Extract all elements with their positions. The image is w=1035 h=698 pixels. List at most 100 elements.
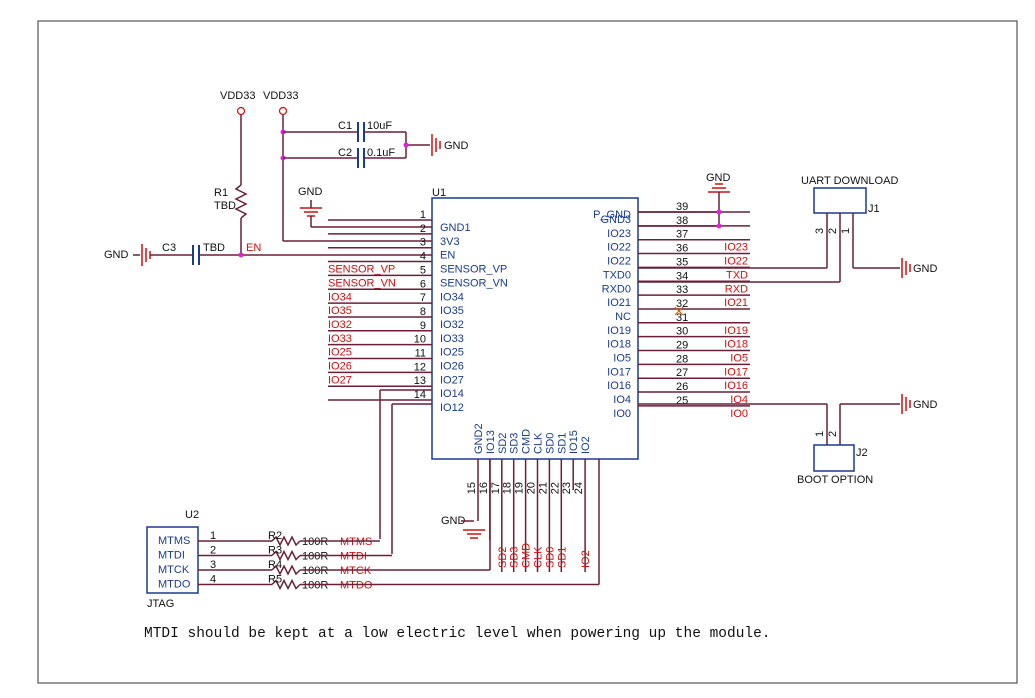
u1-pin-number: 16: [478, 482, 490, 494]
jtag-resistor: [271, 535, 301, 547]
c2-ref: C2: [338, 147, 352, 159]
u1-pin-number: 33: [676, 284, 688, 296]
u1-pin-name: EN: [440, 250, 455, 262]
u1-pin-name: IO22: [607, 242, 631, 254]
u1-pin-number: 3: [420, 237, 426, 249]
u1-pin-number: 21: [537, 482, 549, 494]
gnd-label: GND: [913, 399, 938, 411]
j1-pin-num: 2: [827, 228, 839, 234]
u1-pin-name: IO32: [440, 319, 464, 331]
u1-net-label: IO19: [724, 325, 748, 337]
u1-pin-number: 10: [414, 334, 426, 346]
u1-pin-number: 2: [420, 223, 426, 235]
sheet-border: [37, 20, 1018, 684]
u1-pin-name: IO22: [607, 256, 631, 268]
jtag-pin-number: 4: [210, 574, 216, 586]
u2-ref: U2: [185, 509, 199, 521]
u1-pin-name: IO19: [607, 325, 631, 337]
jtag-res-ref: R4: [268, 559, 282, 571]
gnd-label: GND: [298, 186, 323, 198]
j1-pin-num: 1: [840, 228, 852, 234]
u1-pin-number: 27: [676, 367, 688, 379]
jtag-pin-name: MTDO: [158, 579, 191, 591]
u1-ref: U1: [432, 187, 446, 199]
u1-pin-name: IO12: [440, 402, 464, 414]
u1-pin-name: GND3: [600, 214, 631, 226]
u1-pin-name: IO0: [613, 408, 631, 420]
u2-jtag-body: [146, 526, 199, 594]
c3-value: TBD: [203, 242, 225, 254]
u1-pin-number: 34: [676, 270, 688, 282]
u1-pin-name: IO34: [440, 291, 464, 303]
u1-pin-number: 14: [414, 389, 426, 401]
u1-net-label: SD1: [556, 547, 568, 568]
u1-net-label: IO26: [328, 361, 352, 373]
u1-pin-name: IO18: [607, 339, 631, 351]
jtag-res-value: 100R: [302, 551, 328, 563]
c1-ref: C1: [338, 120, 352, 132]
u1-pin-number: 6: [420, 278, 426, 290]
u1-net-label: IO21: [724, 297, 748, 309]
u1-pin-name: GND1: [440, 222, 471, 234]
jtag-net-label: MTCK: [340, 565, 372, 577]
u1-pin-name: TXD0: [603, 269, 631, 281]
c3-ref: C3: [162, 242, 176, 254]
u1-net-label: TXD: [726, 269, 748, 281]
jtag-pin-number: 1: [210, 530, 216, 542]
gnd-label: GND: [441, 515, 466, 527]
u1-pin-number: 17: [490, 482, 502, 494]
u1-pin-number: 12: [414, 361, 426, 373]
u1-net-label: SENSOR_VP: [328, 264, 395, 276]
r1-value: TBD: [214, 200, 236, 212]
u1-pin-number: 15: [466, 482, 478, 494]
c1-value: 10uF: [367, 120, 392, 132]
u1-net-label: IO23: [724, 242, 748, 254]
u1-pin-number: 35: [676, 256, 688, 268]
connector-j1: [813, 187, 867, 214]
u1-pin-name: SENSOR_VP: [440, 264, 507, 276]
u1-net-label: SD0: [544, 547, 556, 568]
jtag-pin-name: MTCK: [158, 564, 190, 576]
r1-ref: R1: [214, 187, 228, 199]
u1-pin-number: 24: [573, 482, 585, 494]
u1-pin-number: 39: [676, 201, 688, 213]
j1-title: UART DOWNLOAD: [801, 175, 898, 187]
u1-net-label: SD3: [509, 547, 521, 568]
u1-pin-number: 11: [415, 348, 426, 360]
gnd-label: GND: [706, 172, 731, 184]
vdd33-label-right: VDD33: [263, 90, 298, 102]
jtag-resistor: [271, 549, 301, 562]
u1-bottom-pins: 15GND216IO1317SD2SD218SD3SD319CMDCMD20CL…: [466, 423, 592, 572]
u1-pin-number: 30: [676, 326, 688, 338]
u1-pin-name: IO17: [607, 366, 631, 378]
u1-net-label: CMD: [521, 543, 533, 568]
u1-net-label: SD2: [497, 547, 509, 568]
u1-pin-number: 20: [526, 482, 538, 494]
u1-net-label: CLK: [533, 546, 545, 568]
jtag-resistor: [271, 578, 301, 591]
u1-net-label: IO17: [724, 366, 748, 378]
u1-pin-name: IO13: [485, 430, 497, 454]
gnd-label: GND: [913, 263, 938, 275]
u1-pin-name: IO15: [568, 430, 580, 454]
u1-pin-number: 18: [502, 482, 514, 494]
u1-net-label: SENSOR_VN: [328, 277, 396, 289]
u1-pin-number: 19: [514, 482, 526, 494]
u1-pin-name: SD0: [544, 433, 556, 454]
vdd33-port-left: [236, 106, 246, 116]
u1-pin-number: 26: [676, 381, 688, 393]
u1-pin-number: 13: [414, 375, 426, 387]
en-net-label: EN: [246, 242, 261, 254]
note-text: MTDI should be kept at a low electric le…: [144, 626, 771, 642]
jtag-res-value: 100R: [302, 580, 328, 592]
jtag-net-label: MTDI: [340, 551, 367, 563]
u1-net-label: IO33: [328, 333, 352, 345]
u1-pin-name: IO21: [607, 297, 631, 309]
u1-pin-name: GND2: [473, 423, 485, 454]
jtag-pin-number: 2: [210, 545, 216, 557]
u1-pin-name: IO25: [440, 347, 464, 359]
j2-title: BOOT OPTION: [797, 474, 873, 486]
